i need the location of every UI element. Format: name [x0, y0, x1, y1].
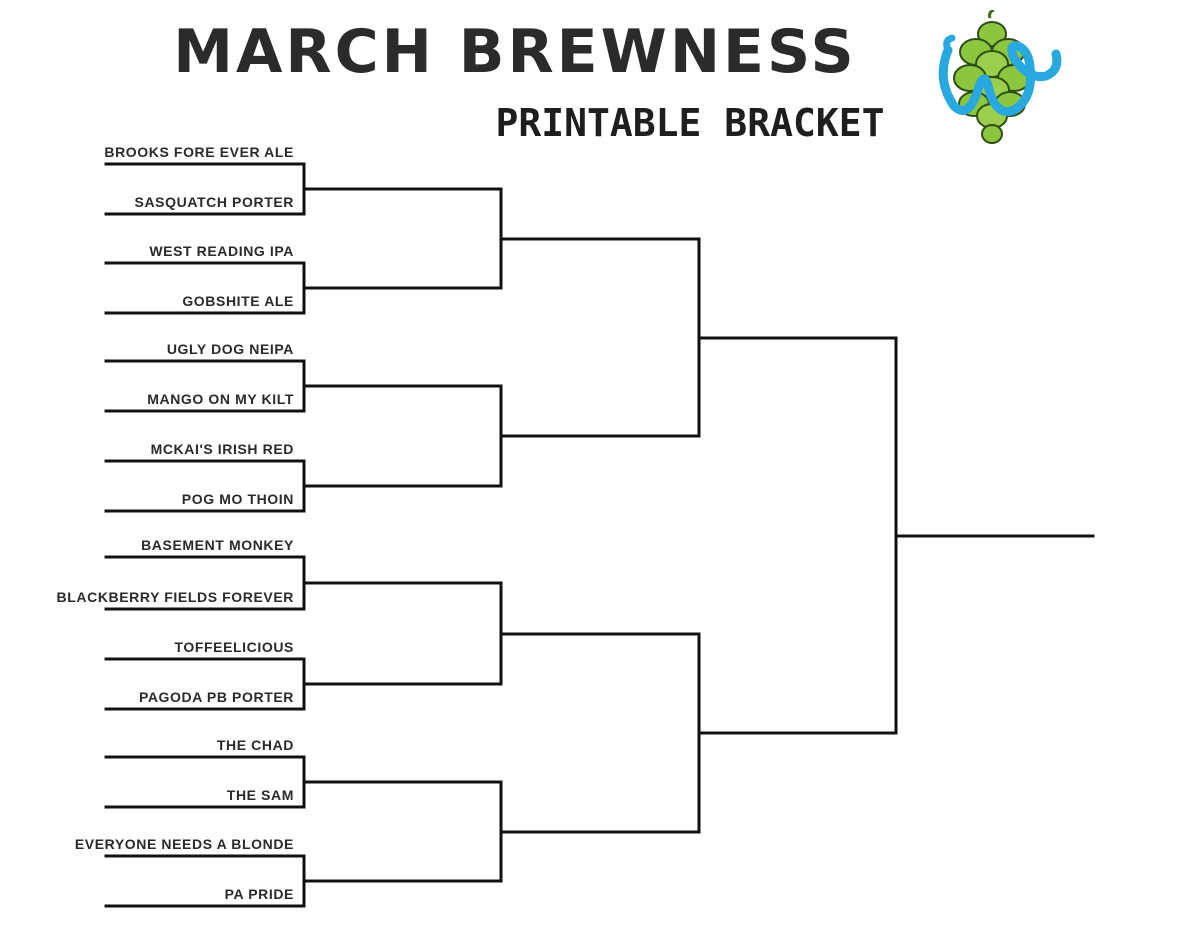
team-name: THE SAM — [227, 787, 294, 803]
team-name: MANGO ON MY KILT — [147, 391, 294, 407]
team-name: BASEMENT MONKEY — [141, 537, 294, 553]
team-name: MCKAI'S IRISH RED — [151, 441, 294, 457]
champion-line — [894, 336, 1095, 735]
hop-logo — [938, 10, 1062, 144]
page-title: MARCH BREWNESS — [173, 17, 857, 87]
team-name: BLACKBERRY FIELDS FOREVER — [57, 589, 294, 605]
team-name: WEST READING IPA — [149, 243, 294, 259]
logo-letter-w — [938, 41, 1062, 116]
team-name: TOFFEELICIOUS — [174, 639, 294, 655]
round-1: BROOKS FORE EVER ALE SASQUATCH PORTER WEST… — [57, 144, 306, 908]
team-name: THE CHAD — [217, 737, 294, 753]
team-name: BROOKS FORE EVER ALE — [104, 144, 294, 160]
round-4 — [697, 237, 898, 834]
team-name: EVERYONE NEEDS A BLONDE — [75, 836, 294, 852]
page-subtitle: PRINTABLE BRACKET — [495, 101, 885, 145]
team-name: UGLY DOG NEIPA — [167, 341, 294, 357]
team-name: GOBSHITE ALE — [182, 293, 294, 309]
round-3 — [499, 187, 701, 883]
round-2 — [302, 162, 503, 908]
team-name: SASQUATCH PORTER — [135, 194, 294, 210]
team-name: POG MO THOIN — [182, 491, 294, 507]
team-name: PAGODA PB PORTER — [139, 689, 294, 705]
team-name: PA PRIDE — [225, 886, 294, 902]
